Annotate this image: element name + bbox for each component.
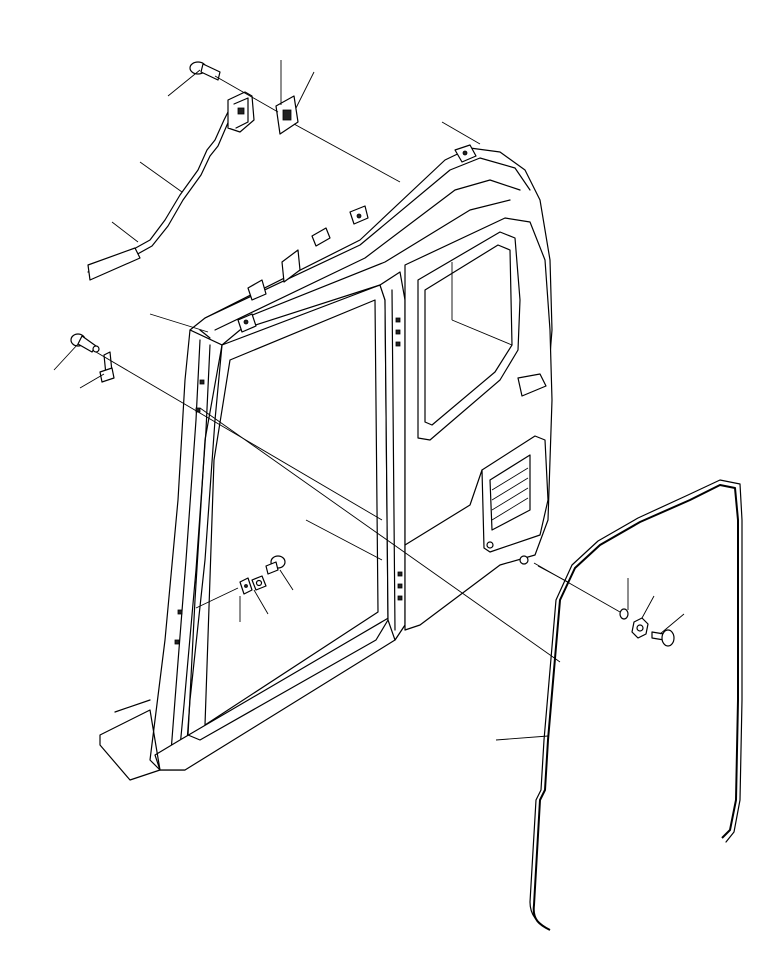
roof-connector [275, 95, 299, 135]
top-bolt [189, 61, 221, 81]
nut [251, 575, 267, 591]
washer [619, 608, 629, 620]
door-seal [529, 479, 743, 931]
clip [239, 577, 253, 595]
hex-nut [631, 617, 649, 639]
front-window-seal [199, 329, 211, 339]
door-panel [404, 217, 553, 631]
flange-bolt [651, 629, 675, 647]
mount-bracket [227, 91, 255, 133]
center-bolt [265, 555, 286, 575]
roof-details [237, 144, 477, 333]
side-bolt [70, 333, 100, 353]
leader-lines [53, 60, 685, 741]
wiring-harness [87, 107, 234, 281]
bracket-strip [99, 351, 115, 383]
